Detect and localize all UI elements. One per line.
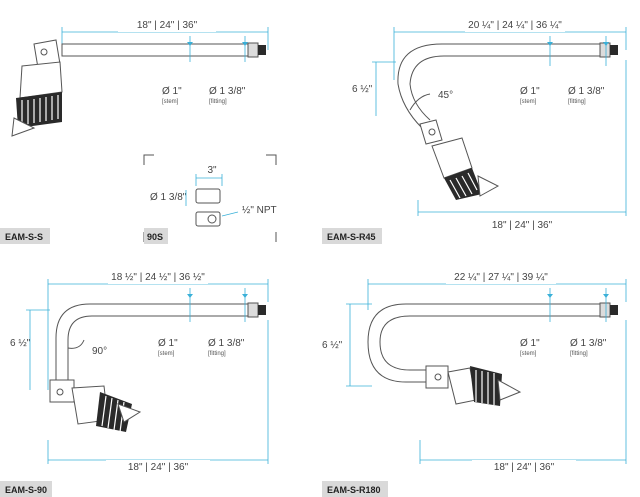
fitting-caption: [fitting] [570,351,588,357]
stem-diameter: Ø 1" [162,86,182,97]
model-tag [322,481,388,497]
npt-thread [610,305,618,315]
fitting [599,302,611,318]
width-label: 3" [207,165,217,176]
height-label: 6 ½" [352,84,373,95]
model-tag-label: EAM-S-90 [5,485,47,495]
panel-90s: 3" Ø 1 3/8" ½" NPT 90S [143,154,277,244]
panel-eam-s-r180: 22 ¼" | 27 ¼" | 39 ¼" 6 ½" Ø 1" [stem] Ø… [322,270,627,497]
fixture-head [425,365,522,406]
stem-caption: [stem] [520,351,537,357]
angle-label: 45° [438,90,453,101]
angle-label: 90° [92,346,107,357]
height-label: 6 ½" [322,340,343,351]
stem-diameter: Ø 1" [520,86,540,97]
length-label: 22 ¼" | 27 ¼" | 39 ¼" [454,271,548,283]
stem-arm [61,43,249,57]
length-label: 20 ¼" | 24 ¼" | 36 ¼" [468,19,562,31]
fixture-head [11,39,63,137]
stem-arm [55,303,248,380]
model-tag-label: EAM-S-R180 [327,485,381,495]
stem-caption: [stem] [520,99,537,105]
model-tag [0,481,52,497]
model-tag-label: EAM-S-S [5,232,43,242]
fitting-diameter: Ø 1 3/8" [568,86,605,97]
model-tag [0,228,50,244]
fixture-head [49,379,142,433]
stem-diameter: Ø 1" [520,338,540,349]
stem-diameter: Ø 1" [158,338,178,349]
height-label: 6 ½" [10,338,31,349]
fitting-diameter: Ø 1 3/8" [208,338,245,349]
npt-thread [610,45,618,55]
fitting-caption: [fitting] [208,351,226,357]
model-tag [144,228,168,244]
npt-thread [258,45,266,55]
stem-caption: [stem] [162,99,179,105]
fitting [247,302,259,318]
fitting-caption: [fitting] [568,99,586,105]
model-tag [322,228,382,244]
fitting-diameter: Ø 1 3/8" [209,86,246,97]
bottom-length-label: 18" | 24" | 36" [128,462,189,473]
npt-label: ½" NPT [242,205,277,216]
npt-thread [258,305,266,315]
diameter-label: Ø 1 3/8" [150,192,187,203]
bottom-length-label: 18" | 24" | 36" [492,220,553,231]
elbow-side-view [195,188,221,204]
length-label: 18 ½" | 24 ½" | 36 ½" [111,272,205,283]
panel-eam-s-90: 18 ½" | 24 ½" | 36 ½" 6 ½" 90° Ø 1" [ste… [0,270,269,497]
panel-eam-s-r45: 20 ¼" | 24 ¼" | 36 ¼" 6 ½" 45° Ø 1" [ste… [322,18,627,244]
fitting [599,42,611,58]
fixture-head [419,119,500,200]
model-tag-label: EAM-S-R45 [327,232,376,242]
fitting-diameter: Ø 1 3/8" [570,338,607,349]
fitting-caption: [fitting] [209,99,227,105]
stem-caption: [stem] [158,351,175,357]
stem-arm [397,43,600,129]
bottom-length-label: 18" | 24" | 36" [494,462,555,473]
fitting [247,42,259,58]
length-label: 18" | 24" | 36" [137,20,198,31]
stem-arm [367,303,600,383]
model-tag-label: 90S [147,232,163,242]
panel-eam-s-s: 18" | 24" | 36" Ø 1" [stem] Ø 1 3/8" [fi… [0,18,269,244]
